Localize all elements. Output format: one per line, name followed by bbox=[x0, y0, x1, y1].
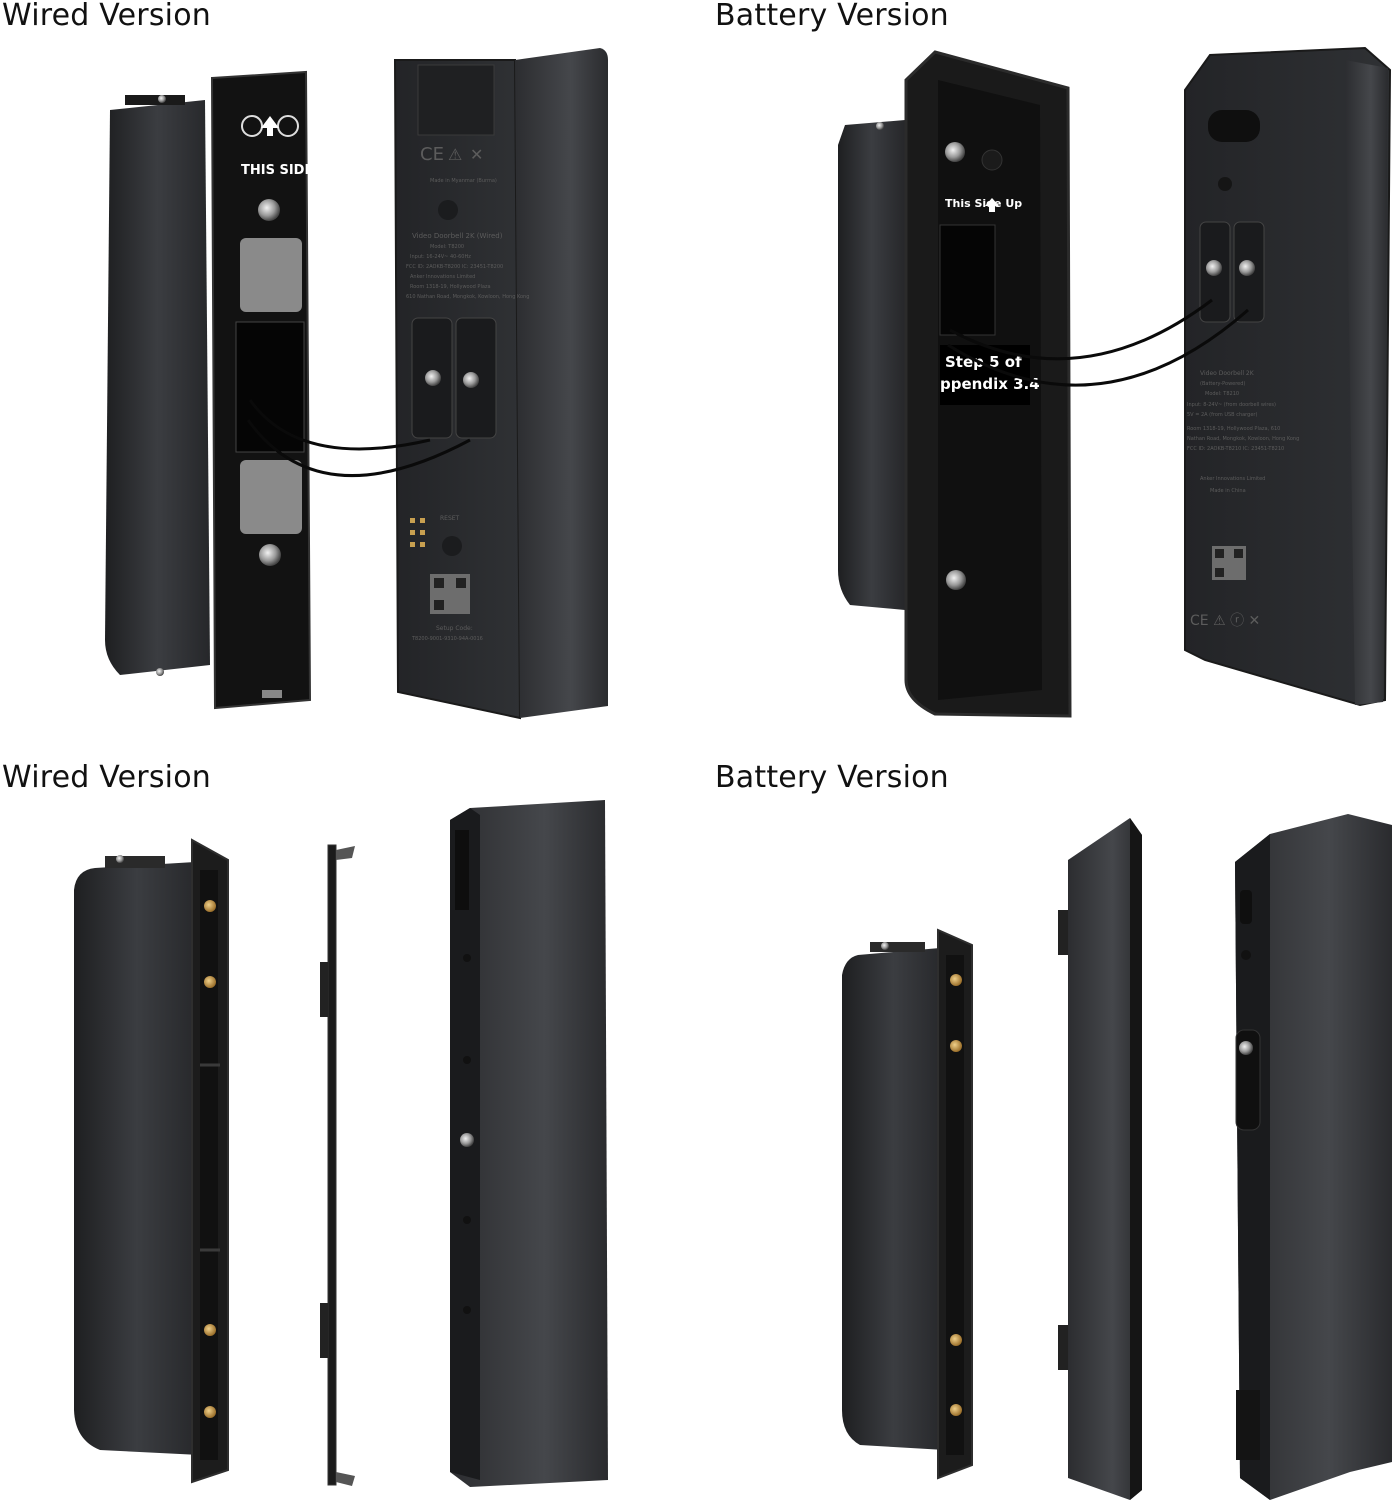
brass-insert-icon bbox=[204, 1324, 216, 1336]
battery-product-name: Video Doorbell 2K bbox=[1200, 370, 1255, 377]
terminal-screw-icon bbox=[1206, 260, 1222, 276]
wired-back-scene: THIS SIDE UP CE ⚠ ✕ Made in Myanmar (Bur… bbox=[105, 48, 608, 720]
wired-reset-label: RESET bbox=[440, 515, 460, 522]
wired-wedge-bracket bbox=[105, 100, 210, 675]
brass-insert-icon bbox=[204, 976, 216, 988]
step-label-2: ppendix 3.4 bbox=[940, 375, 1040, 393]
this-side-up-label: THIS SIDE UP bbox=[241, 163, 338, 178]
adhesive-pad bbox=[240, 460, 302, 534]
terminal-screw-icon bbox=[425, 370, 441, 386]
doorbell-wire bbox=[248, 399, 431, 451]
pogo-pins bbox=[410, 518, 425, 547]
title-bottom-left: Wired Version bbox=[2, 760, 211, 795]
wired-made-in: Made in Myanmar (Burma) bbox=[430, 178, 497, 184]
wired-input: Input: 16-24V~ 40-60Hz bbox=[410, 254, 471, 260]
plate-cutout bbox=[235, 321, 305, 453]
battery-fcc: FCC ID: 2AOKB-T8210 IC: 23451-T8210 bbox=[1187, 446, 1284, 452]
plate-hole-icon bbox=[277, 115, 299, 137]
wired-product-name: Video Doorbell 2K (Wired) bbox=[412, 232, 503, 240]
up-arrow-icon bbox=[261, 116, 279, 136]
brass-insert-icon bbox=[950, 974, 962, 986]
plate-screw-icon bbox=[259, 544, 281, 566]
wired-side-scene bbox=[74, 800, 608, 1487]
wired-doorbell-side-profile bbox=[450, 800, 608, 1487]
terminal-screw-icon bbox=[1239, 260, 1255, 276]
title-bottom-right: Battery Version bbox=[715, 760, 949, 795]
battery-cover-frame bbox=[1068, 818, 1142, 1500]
wired-model: Model: T8200 bbox=[430, 244, 464, 250]
wired-doorbell-side bbox=[515, 48, 608, 718]
wired-address-2: 610 Nathan Road, Mongkok, Kowloon, Hong … bbox=[406, 294, 529, 300]
doorbell-wire bbox=[947, 308, 1249, 387]
battery-doorbell-back bbox=[1184, 46, 1392, 707]
wired-setup-value: T8200-9001-9310-94A-0016 bbox=[411, 636, 483, 642]
brass-insert-icon bbox=[950, 1334, 962, 1346]
battery-bracket-body bbox=[842, 948, 945, 1450]
battery-wedge-bracket bbox=[838, 120, 905, 610]
frame-screw-icon bbox=[945, 142, 965, 162]
battery-address-1: Room 1318-19, Hollywood Plaza, 610 bbox=[1187, 426, 1280, 432]
svg-text:✕: ✕ bbox=[470, 145, 483, 164]
wired-company: Anker Innovations Limited bbox=[410, 274, 475, 280]
battery-this-side-up: This Side Up bbox=[945, 197, 1022, 210]
bracket-screw-icon bbox=[158, 95, 166, 103]
plate-screw-icon bbox=[258, 199, 280, 221]
battery-side-scene bbox=[842, 814, 1392, 1500]
wired-fcc: FCC ID: 2AOKB-T8200 IC: 23451-T8200 bbox=[406, 264, 503, 270]
plate-hole-icon bbox=[241, 115, 263, 137]
title-top-right: Battery Version bbox=[715, 0, 949, 33]
brass-insert-icon bbox=[950, 1404, 962, 1416]
battery-company: Anker Innovations Limited bbox=[1200, 476, 1265, 482]
svg-text:CE ⚠ ⓡ ✕: CE ⚠ ⓡ ✕ bbox=[1190, 613, 1260, 629]
brass-insert-icon bbox=[204, 1406, 216, 1418]
battery-model: Model: T8210 bbox=[1205, 391, 1239, 397]
svg-text:⚠: ⚠ bbox=[448, 145, 462, 164]
frame-screw-icon bbox=[946, 570, 966, 590]
doorbell-wire bbox=[246, 419, 471, 477]
brass-insert-icon bbox=[950, 1040, 962, 1052]
wired-bracket-body bbox=[74, 862, 200, 1455]
wired-address-1: Room 1318-19, Hollywood Plaza bbox=[410, 284, 491, 290]
svg-text:CE: CE bbox=[420, 144, 444, 165]
title-top-left: Wired Version bbox=[2, 0, 211, 33]
battery-release-latch bbox=[1208, 110, 1260, 142]
battery-back-scene: This Side Up Step 5 of ppendix 3.4 Video… bbox=[838, 46, 1392, 718]
battery-subtitle: (Battery-Powered) bbox=[1200, 381, 1245, 387]
battery-input-1: Input: 8-24V~ (from doorbell wires) bbox=[1187, 402, 1276, 408]
up-arrow-icon bbox=[985, 198, 999, 212]
battery-input-2: 5V = 2A (from USB charger) bbox=[1187, 412, 1257, 418]
battery-address-2: Nathan Road, Mongkok, Kowloon, Hong Kong bbox=[1187, 436, 1299, 442]
wired-setup-code: Setup Code: bbox=[436, 625, 473, 632]
wired-thin-plate bbox=[327, 844, 337, 1486]
doorbell-wire bbox=[949, 298, 1213, 361]
battery-doorbell-side-profile bbox=[1235, 814, 1392, 1500]
brass-insert-icon bbox=[204, 900, 216, 912]
step-label-1: Step 5 of bbox=[945, 353, 1022, 371]
battery-made-in: Made in China bbox=[1210, 488, 1246, 494]
adhesive-pad bbox=[240, 238, 302, 312]
bracket-screw-icon bbox=[156, 668, 164, 676]
terminal-screw-icon bbox=[463, 372, 479, 388]
